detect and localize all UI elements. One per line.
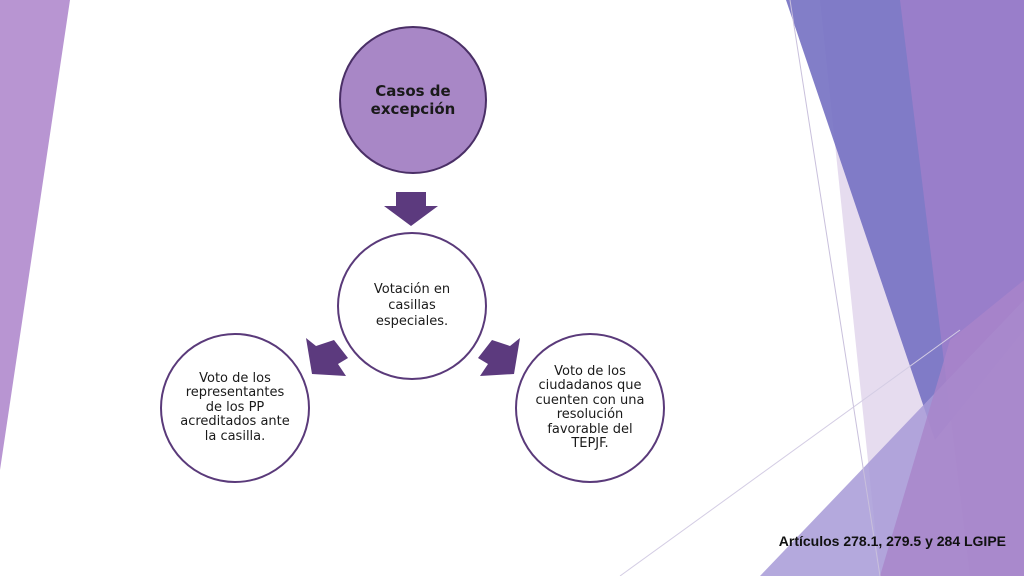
arrow-down [384,192,438,226]
right-node-label: Voto de los ciudadanos que cuenten con u… [535,363,645,451]
left-decor-band [0,0,70,470]
right-decor-line-2 [619,329,961,576]
center-node-label: Votación en casillas especiales. [373,282,451,329]
right-decor-line [789,0,881,576]
right-node-ciudadanos: Voto de los ciudadanos que cuenten con u… [515,333,665,483]
left-node-label: Voto de los representantes de los PP acr… [180,370,290,444]
center-node-votacion: Votación en casillas especiales. [337,232,487,380]
arrow-down-left [306,338,348,376]
right-decor-violet [880,280,1024,576]
legal-reference: Artículos 278.1, 279.5 y 284 LGIPE [778,533,1006,549]
top-node-casos-de-excepcion: Casos de excepción [339,26,487,174]
top-node-label: Casos de excepción [370,82,456,118]
left-node-representantes: Voto de los representantes de los PP acr… [160,333,310,483]
arrow-down-right [478,338,520,376]
